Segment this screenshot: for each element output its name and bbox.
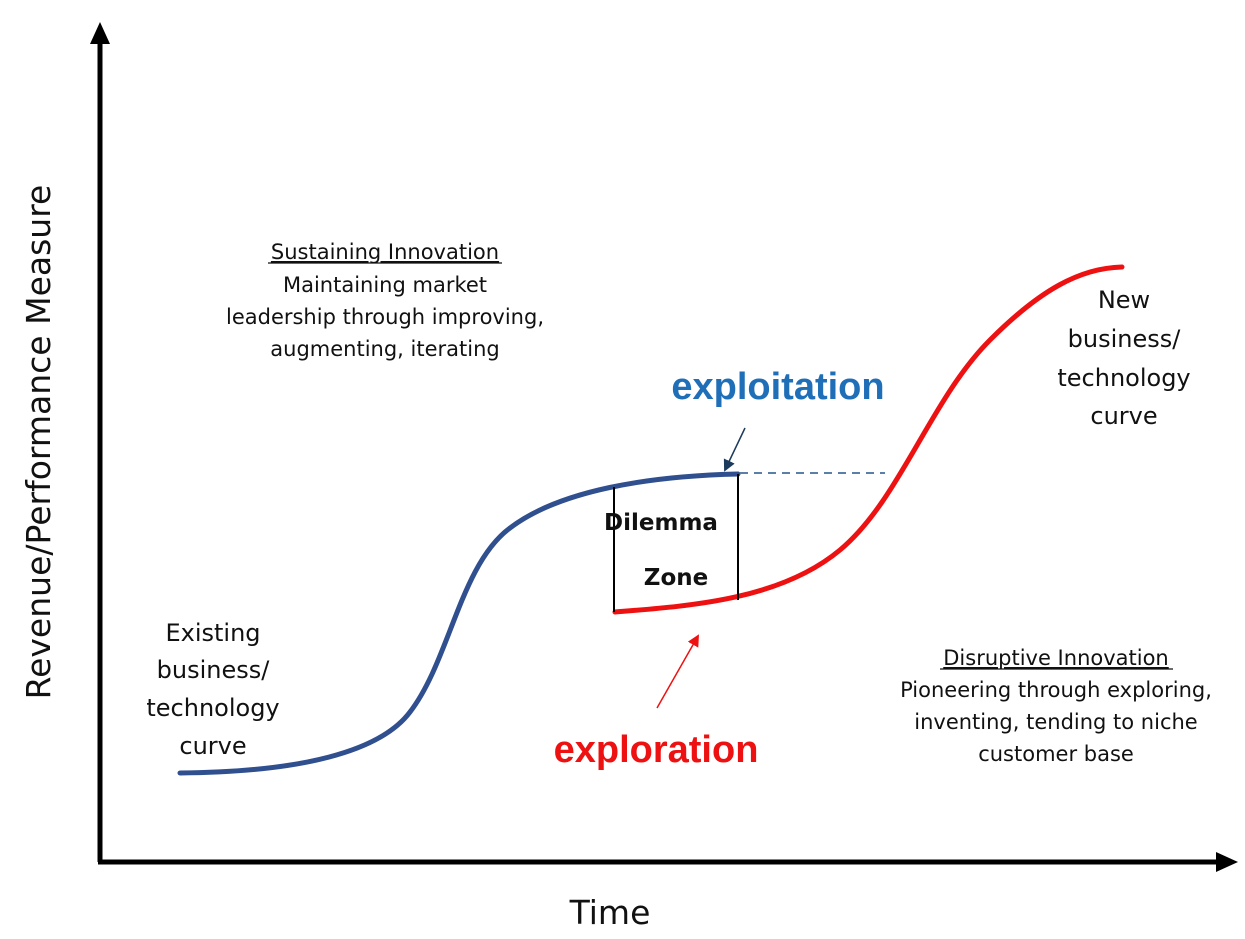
disruptive-line-2: inventing, tending to niche: [914, 710, 1197, 734]
sustaining-line-3: augmenting, iterating: [270, 337, 499, 361]
y-axis-arrowhead: [90, 22, 110, 44]
existing-curve: [177, 471, 741, 776]
disruptive-innovation-block: Disruptive Innovation Pioneering through…: [900, 646, 1212, 766]
sustaining-line-2: leadership through improving,: [226, 305, 544, 329]
sustaining-line-1: Maintaining market: [283, 273, 487, 297]
dilemma-zone-box: [613, 474, 739, 612]
exploitation-arrow: [723, 427, 746, 472]
new-label-line-2: business/: [1068, 325, 1182, 353]
existing-label-line-2: business/: [157, 656, 271, 684]
sustaining-title: Sustaining Innovation: [271, 240, 499, 264]
axes: [90, 22, 1238, 872]
new-curve-label: New business/ technology curve: [1057, 286, 1190, 430]
dilemma-zone-line-1: Dilemma: [604, 510, 718, 536]
exploration-label: exploration: [554, 729, 759, 771]
new-label-line-4: curve: [1090, 402, 1157, 430]
new-label-line-1: New: [1098, 286, 1150, 314]
x-axis-arrowhead: [1216, 852, 1238, 872]
sustaining-innovation-block: Sustaining Innovation Maintaining market…: [226, 240, 544, 361]
disruptive-line-1: Pioneering through exploring,: [900, 678, 1212, 702]
dilemma-zone-line-2: Zone: [644, 565, 708, 591]
disruptive-title: Disruptive Innovation: [943, 646, 1169, 670]
y-axis-label: Revenue/Performance Measure: [19, 185, 58, 700]
exploitation-label: exploitation: [671, 366, 884, 408]
disruptive-line-3: customer base: [978, 742, 1134, 766]
existing-curve-label: Existing business/ technology curve: [146, 619, 279, 760]
x-axis-label: Time: [569, 893, 651, 932]
new-label-line-3: technology: [1057, 364, 1190, 392]
exploration-arrow: [656, 634, 699, 709]
existing-label-line-3: technology: [146, 694, 279, 722]
existing-label-line-4: curve: [179, 732, 246, 760]
existing-label-line-1: Existing: [165, 619, 260, 647]
new-curve: [612, 264, 1125, 615]
